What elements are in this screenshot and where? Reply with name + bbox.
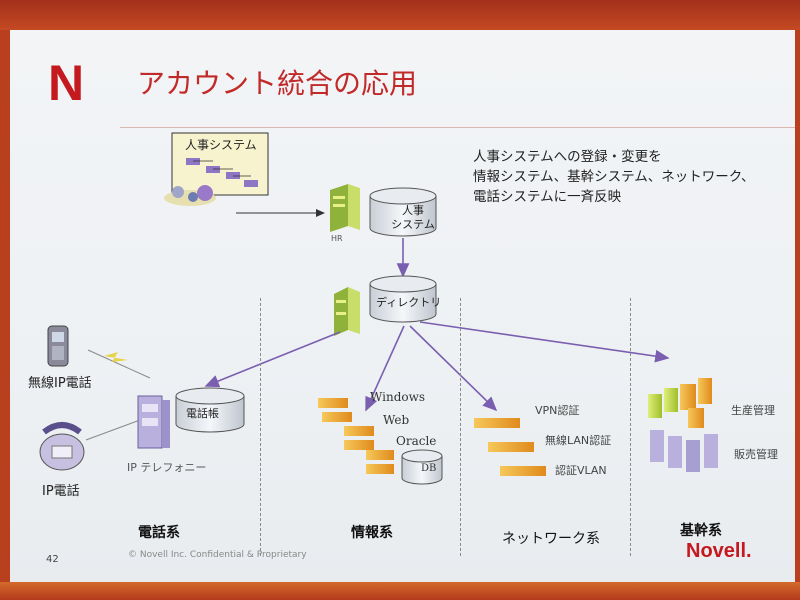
hr-database-icon [369, 187, 437, 237]
arrow-to-telephone [204, 331, 341, 388]
bottom-frame-bar [0, 582, 800, 600]
ip-phone-icon [39, 422, 85, 471]
core-servers-icon [648, 378, 718, 472]
description-line: 情報システム、基幹システム、ネットワーク、 [473, 169, 755, 185]
directory-label: ディレクトリ [376, 296, 442, 309]
hr-system-illustration [164, 132, 269, 206]
title-underline [120, 127, 795, 128]
information-servers-icon [318, 398, 394, 474]
separator-2 [460, 298, 461, 556]
slide: N アカウント統合の応用 人事システムへの登録・変更を 情報システム、基幹システ… [10, 30, 795, 582]
directory-server-icon [334, 287, 360, 336]
core-label-sales: 販売管理 [734, 448, 778, 461]
phonebook-label: 電話帳 [186, 407, 219, 420]
ip-phone-label: IP電話 [42, 484, 80, 499]
phonebook-database-icon [175, 387, 245, 433]
wireless-phone-label: 無線IP電話 [28, 376, 92, 391]
network-label-vlan: 認証VLAN [555, 464, 607, 477]
hr-card-label: 人事システム [185, 138, 257, 152]
wireless-link [87, 349, 151, 379]
information-db-icon [401, 449, 443, 485]
arrow-to-information [365, 325, 405, 412]
app-label-oracle: Oracle [396, 434, 437, 448]
category-information: 情報系 [351, 525, 393, 541]
separator-1 [260, 298, 261, 556]
diagram-graphics [39, 132, 718, 485]
description: 人事システムへの登録・変更を 情報システム、基幹システム、ネットワーク、 電話シ… [473, 147, 754, 207]
telephony-server-icon [137, 395, 170, 449]
novell-n-logo: N [48, 55, 85, 111]
category-network: ネットワーク系 [502, 531, 600, 547]
novell-wordmark: Novell. [686, 540, 752, 562]
core-label-production: 生産管理 [731, 404, 775, 417]
network-label-wlan: 無線LAN認証 [545, 434, 612, 447]
phone-link [85, 419, 141, 441]
description-line: 電話システムに一斉反映 [473, 189, 622, 205]
hr-server-icon [330, 184, 360, 232]
top-frame-bar [0, 0, 800, 30]
app-label-web: Web [383, 413, 410, 427]
slide-title: アカウント統合の応用 [137, 67, 418, 100]
lightning-icon [104, 352, 128, 362]
arrow-to-network [409, 325, 498, 412]
hr-server-label: HR [331, 234, 343, 243]
confidential-notice: © Novell Inc. Confidential & Proprietary [128, 550, 307, 560]
db-label: DB [421, 463, 437, 474]
telephony-label: IP テレフォニー [127, 461, 207, 474]
hr-db-label: 人事 システム [391, 204, 435, 231]
network-label-vpn: VPN認証 [535, 404, 580, 417]
directory-database-icon [369, 275, 437, 323]
separator-3 [630, 298, 631, 556]
wireless-phone-icon [47, 325, 69, 367]
page-number: 42 [46, 554, 59, 565]
description-line: 人事システムへの登録・変更を [473, 149, 662, 165]
network-devices-icon [474, 418, 546, 476]
category-telephone: 電話系 [138, 525, 180, 541]
app-label-windows: Windows [370, 390, 426, 404]
category-core: 基幹系 [680, 523, 722, 539]
arrow-to-core [419, 321, 670, 363]
